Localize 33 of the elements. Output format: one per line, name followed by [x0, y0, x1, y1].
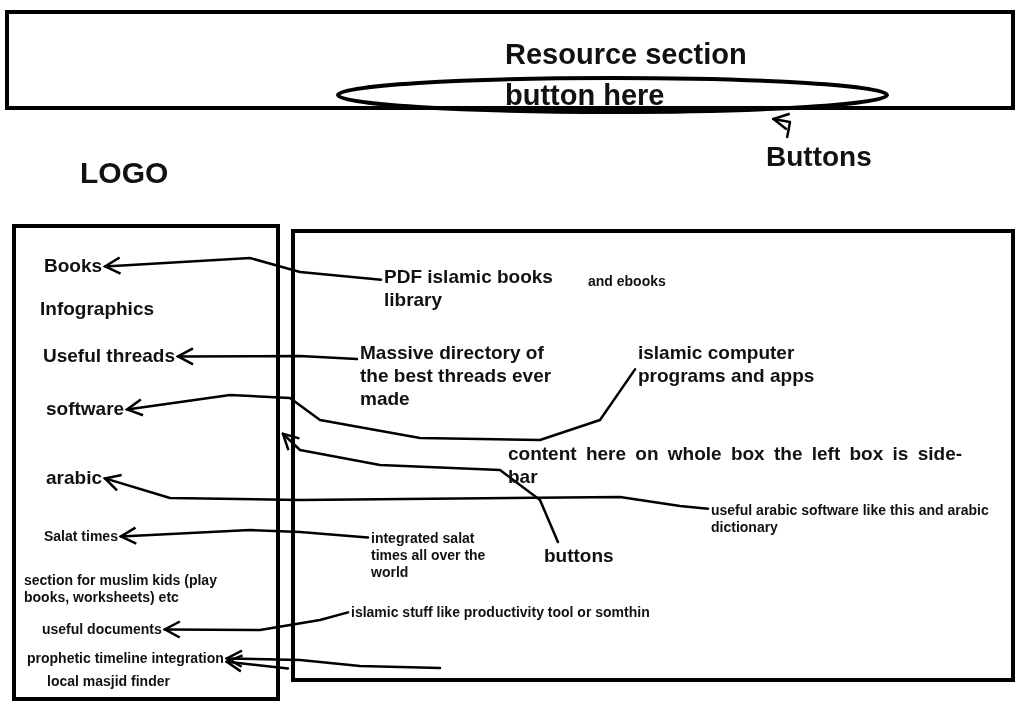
menu-item: useful documents — [42, 621, 162, 638]
arrow — [225, 654, 290, 673]
annotation-text: and ebooks — [588, 273, 666, 290]
arrow — [119, 526, 370, 545]
menu-item: local masjid finder — [47, 673, 170, 690]
menu-item: Infographics — [40, 298, 154, 321]
leader-line — [225, 649, 442, 670]
content-panel — [291, 229, 1015, 682]
annotation-text: Massive directory of the best threads ever made — [360, 342, 560, 411]
annotation-text: buttons — [544, 545, 614, 568]
callout-text: Buttons — [766, 140, 872, 174]
annotation-text: islamic stuff like productivity tool or somthin — [351, 604, 650, 621]
annotation-text: integrated salat times all over the world — [371, 530, 511, 581]
arrow — [163, 611, 350, 639]
arrow — [281, 432, 560, 544]
arrow — [176, 347, 359, 366]
callout-text: LOGO — [80, 155, 169, 191]
arrow — [103, 256, 383, 281]
menu-item: arabic — [46, 467, 102, 490]
menu-item: Books — [44, 255, 103, 278]
menu-item: prophetic timeline integration — [27, 650, 224, 667]
menu-item: Useful threads — [43, 345, 175, 368]
menu-item: Salat times — [44, 528, 118, 545]
arrow — [125, 368, 637, 442]
sidebar-panel — [12, 224, 280, 701]
menu-item: section for muslim kids (play books, worksheets) etc — [24, 572, 254, 606]
menu-item: software — [46, 398, 125, 421]
annotation-text: islamic computer programs and apps — [638, 342, 828, 388]
annotation-text: useful arabic software like this and arabic dictionary — [711, 502, 1001, 536]
arrow — [772, 112, 792, 139]
panel-note: content here on whole box the left box is side- bar — [508, 443, 964, 489]
arrow — [103, 473, 710, 510]
annotation-text: PDF islamic books library — [384, 266, 574, 312]
